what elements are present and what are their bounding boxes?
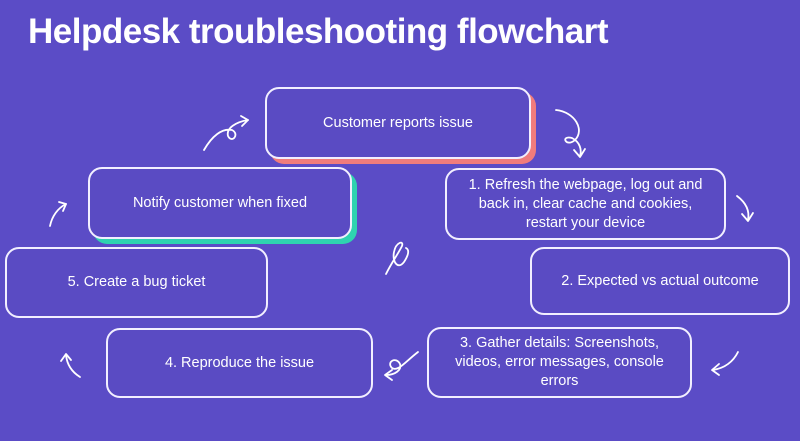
arrow-icon (736, 195, 754, 222)
node-label: 1. Refresh the webpage, log out and back… (468, 176, 703, 231)
page-title: Helpdesk troubleshooting flowchart (28, 12, 608, 51)
node-customer-reports-issue: Customer reports issue (265, 87, 531, 159)
node-step-4-reproduce: 4. Reproduce the issue (106, 328, 373, 398)
node-step-2-expected-vs-actual: 2. Expected vs actual outcome (530, 247, 790, 315)
squiggle-icon (385, 241, 410, 275)
arrow-icon (384, 351, 419, 381)
arrow-icon (555, 109, 586, 158)
node-step-5-bug-ticket: 5. Create a bug ticket (5, 247, 268, 318)
arrow-icon (711, 351, 739, 376)
arrow-icon (49, 201, 67, 227)
arrow-icon (203, 115, 249, 151)
node-label: Customer reports issue (323, 114, 473, 131)
node-label: 3. Gather details: Screenshots, videos, … (455, 335, 664, 389)
node-label: 5. Create a bug ticket (67, 274, 206, 290)
node-label: 2. Expected vs actual outcome (561, 272, 759, 289)
node-step-1-refresh: 1. Refresh the webpage, log out and back… (445, 168, 726, 240)
node-label: 4. Reproduce the issue (164, 354, 315, 371)
node-step-3-gather-details: 3. Gather details: Screenshots, videos, … (427, 327, 692, 398)
node-notify-customer: Notify customer when fixed (88, 167, 352, 239)
arrow-icon (60, 353, 81, 378)
node-label: Notify customer when fixed (132, 194, 308, 211)
